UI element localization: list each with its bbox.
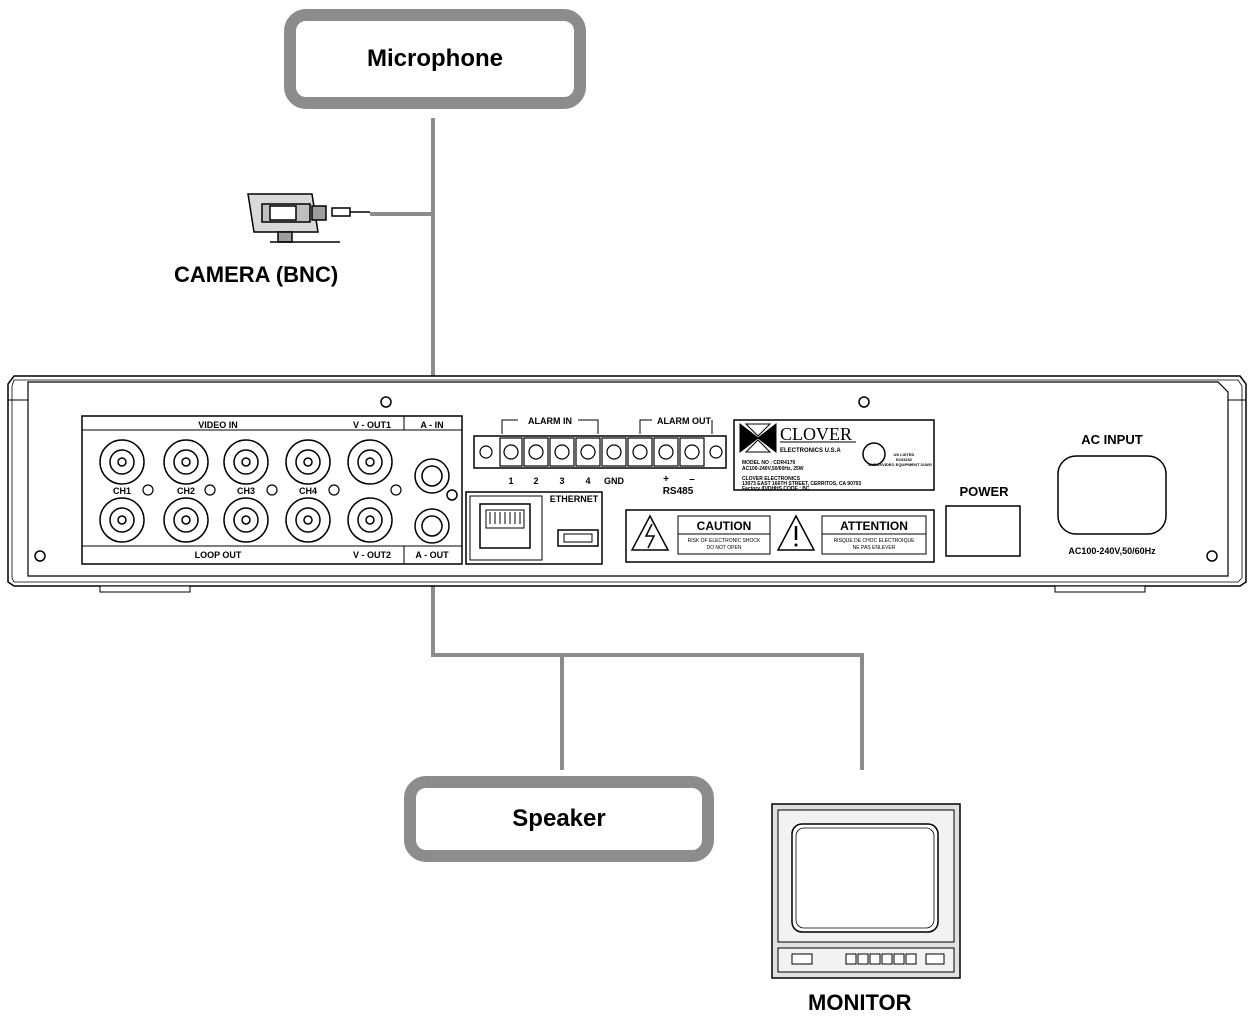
power-switch — [945, 505, 1021, 557]
ch4-label: CH4 — [299, 486, 317, 496]
attention-sub-2: NE PAS ENLEVER — [853, 545, 896, 551]
alarm-in-label: ALARM IN — [528, 416, 572, 426]
alarm-2-label: 2 — [533, 476, 538, 486]
plus-label: + — [663, 474, 669, 485]
screw-icon — [1206, 550, 1218, 562]
ethernet-port-icon — [479, 503, 531, 549]
monitor-label: MONITOR — [808, 990, 912, 1015]
model-line-2: AC100-240V,50/60Hz, 25W — [742, 466, 804, 472]
attention-title: ATTENTION — [840, 519, 908, 533]
ul-line-1: US LISTED — [894, 452, 915, 457]
loop-out-label: LOOP OUT — [195, 550, 242, 560]
camera-icon — [247, 193, 370, 243]
model-line-1: MODEL NO : CDR4170 — [742, 460, 795, 466]
v-out2-label: V - OUT2 — [353, 550, 391, 560]
video-in-label: VIDEO IN — [198, 420, 238, 430]
caution-sub-1: RISK OF ELECTRONIC SHOCK — [688, 538, 761, 544]
a-out-label: A - OUT — [415, 550, 449, 560]
screw-icon — [380, 396, 392, 408]
alarm-3-label: 3 — [559, 476, 564, 486]
ul-mark-icon — [862, 442, 886, 466]
attention-sub-1: RISQUE DE CHOC ELECTROIQUE — [834, 538, 916, 544]
microphone-label: Microphone — [367, 45, 503, 72]
brand-name: CLOVER — [780, 424, 852, 444]
monitor-icon — [771, 803, 961, 979]
clover-logo-icon — [739, 422, 777, 454]
ethernet-label: ETHERNET — [550, 494, 599, 504]
speaker-label: Speaker — [512, 805, 606, 832]
alarm-1-label: 1 — [508, 476, 513, 486]
ul-line-2: E233232 — [896, 457, 913, 462]
screw-icon — [858, 396, 870, 408]
speaker-box: Speaker — [404, 776, 714, 862]
ch1-label: CH1 — [113, 486, 131, 496]
company-line-2: 13073 EAST 166TH STREET, CERRITOS, CA 90… — [742, 481, 861, 487]
ch3-label: CH3 — [237, 486, 255, 496]
a-in-label: A - IN — [420, 420, 443, 430]
rs485-label: RS485 — [663, 486, 694, 497]
caution-sub-2: DO NOT OPEN — [707, 545, 742, 551]
ac-spec-label: AC100-240V,50/60Hz — [1068, 546, 1156, 556]
power-label: POWER — [959, 484, 1009, 499]
camera-label: CAMERA (BNC) — [174, 262, 339, 287]
company-line-3: Factory ID/DHHS CODE : BC — [742, 486, 810, 492]
lightning-warning-icon — [630, 514, 670, 551]
gnd-label: GND — [604, 476, 625, 486]
alarm-4-label: 4 — [585, 476, 590, 486]
caution-title: CAUTION — [697, 519, 752, 533]
minus-label: – — [689, 474, 695, 485]
brand-subtitle: ELECTRONICS U.S.A — [780, 448, 841, 454]
ul-line-3: AUDIO/VIDEO EQUIPMENT 31WG — [868, 462, 932, 467]
company-line-1: CLOVER ELECTRONICS — [742, 476, 801, 482]
ac-input-socket — [1057, 455, 1167, 535]
alarm-out-label: ALARM OUT — [657, 416, 711, 426]
ac-input-label: AC INPUT — [1081, 432, 1142, 447]
microphone-box: Microphone — [284, 9, 586, 109]
screw-icon — [34, 550, 46, 562]
v-out1-label: V - OUT1 — [353, 420, 391, 430]
dvr-back-panel: VIDEO IN V - OUT1 A - IN CH1 CH2 CH3 CH4… — [7, 375, 1247, 593]
audio-out-wire — [431, 560, 864, 770]
ch2-label: CH2 — [177, 486, 195, 496]
